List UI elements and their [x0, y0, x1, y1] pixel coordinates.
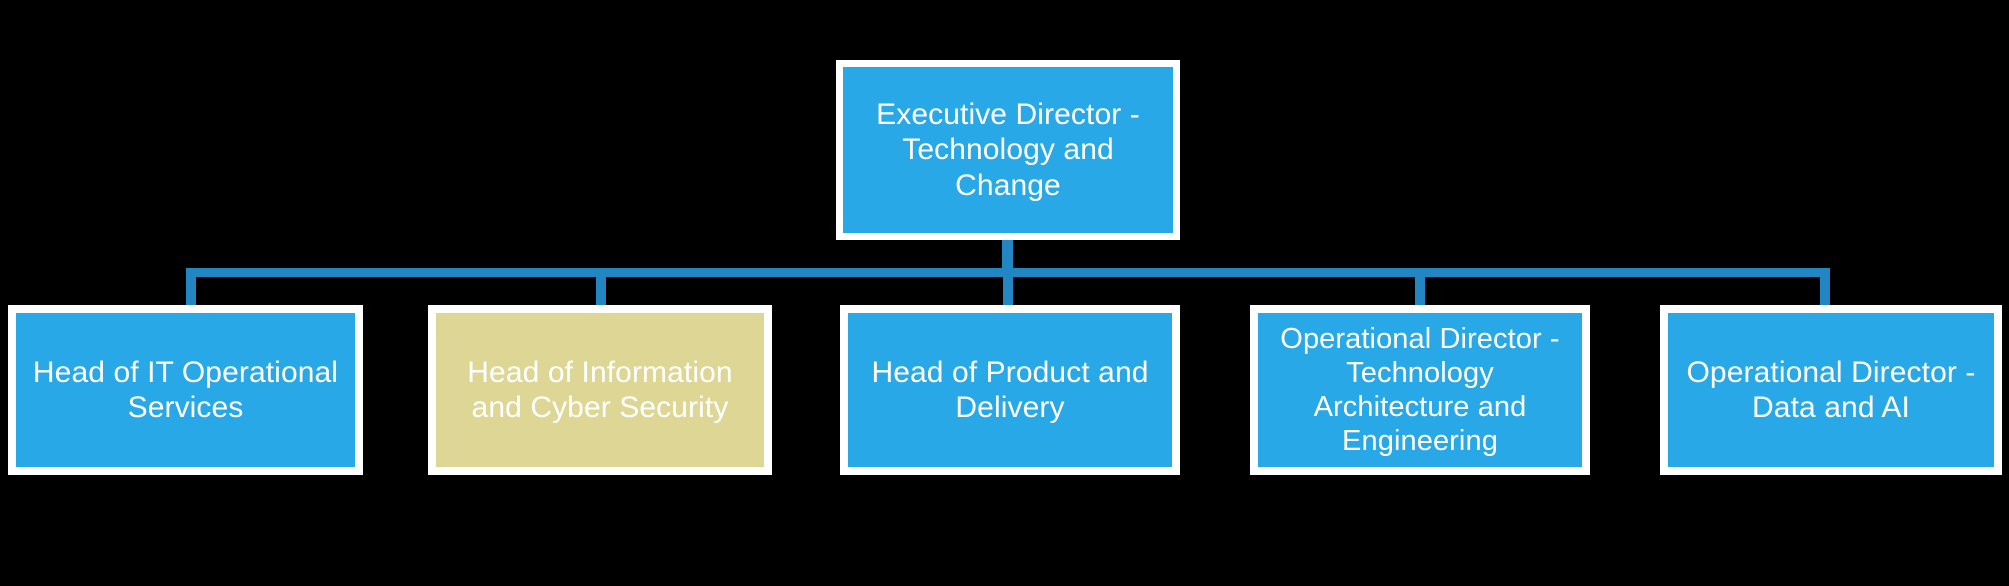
- org-node-head-of-product-and-delivery[interactable]: Head of Product and Delivery: [840, 305, 1180, 475]
- org-node-head-of-information-and-cyber-security[interactable]: Head of Information and Cyber Security: [428, 305, 772, 475]
- connector-drop-child-4: [1820, 268, 1830, 308]
- connector-drop-child-2: [1003, 268, 1013, 308]
- org-node-head-of-it-operational-services[interactable]: Head of IT Operational Services: [8, 305, 363, 475]
- org-node-label: Operational Director - Technology Archit…: [1280, 322, 1560, 458]
- org-node-label: Head of Product and Delivery: [871, 355, 1149, 424]
- org-node-label: Head of Information and Cyber Security: [467, 355, 733, 424]
- org-node-label: Operational Director - Data and AI: [1686, 355, 1976, 424]
- org-node-label: Executive Director - Technology and Chan…: [876, 97, 1140, 202]
- connector-root-stem: [1002, 238, 1013, 274]
- connector-drop-child-1: [596, 268, 606, 308]
- org-node-label: Head of IT Operational Services: [32, 355, 339, 424]
- org-node-operational-director-technology-architecture-and-engineering[interactable]: Operational Director - Technology Archit…: [1250, 305, 1590, 475]
- org-node-executive-director-technology-and-change[interactable]: Executive Director - Technology and Chan…: [836, 60, 1180, 240]
- connector-drop-child-0: [186, 268, 196, 308]
- org-node-operational-director-data-and-ai[interactable]: Operational Director - Data and AI: [1660, 305, 2002, 475]
- connector-drop-child-3: [1415, 268, 1425, 308]
